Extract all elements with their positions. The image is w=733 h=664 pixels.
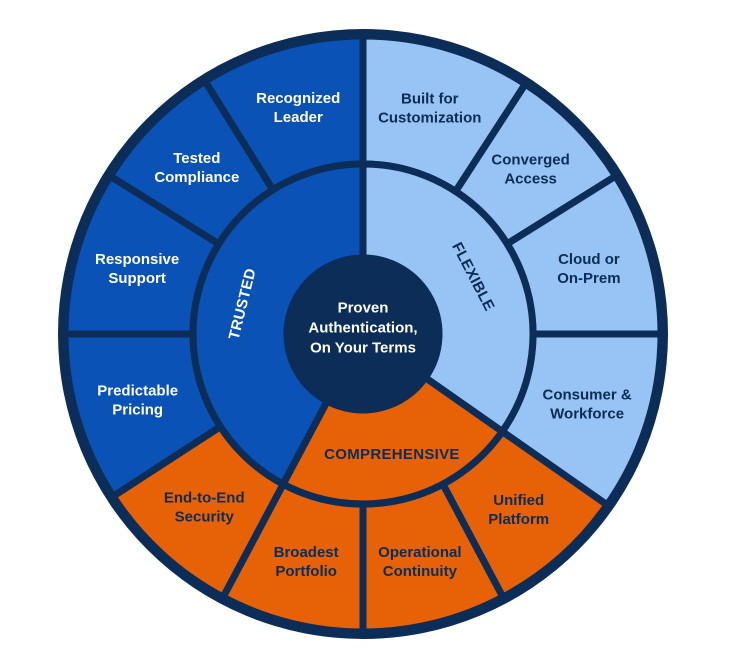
segment-cloud-or-on-prem-label-line: On-Prem — [557, 270, 620, 287]
segment-tested-compliance-label-line: Tested — [173, 150, 220, 167]
segment-built-for-customization-label-line: Customization — [378, 110, 481, 127]
segment-consumer-workforce-label-line: Workforce — [550, 406, 624, 423]
segment-unified-platform-label-line: Platform — [488, 511, 549, 528]
ring-comprehensive-label: COMPREHENSIVE — [324, 446, 460, 463]
segment-tested-compliance-label-line: Compliance — [154, 169, 239, 186]
center-hub — [285, 256, 441, 412]
segment-converged-access-label-line: Converged — [491, 151, 569, 168]
segment-predictable-pricing-label-line: Pricing — [112, 402, 163, 419]
segment-built-for-customization-label-line: Built for — [401, 91, 459, 108]
segment-responsive-support-label-line: Responsive — [95, 251, 179, 268]
center-title-line: On Your Terms — [310, 340, 416, 357]
segment-broadest-portfolio-label-line: Portfolio — [275, 563, 337, 580]
center-title-line: Authentication, — [308, 320, 417, 337]
segment-broadest-portfolio-label-line: Broadest — [274, 544, 339, 561]
ring-trusted: TRUSTED — [189, 160, 367, 489]
segment-cloud-or-on-prem-label-line: Cloud or — [558, 251, 620, 268]
segment-converged-access-label-line: Access — [504, 170, 557, 187]
segment-consumer-workforce-label-line: Consumer & — [543, 387, 632, 404]
center-title-line: Proven — [338, 300, 389, 317]
segment-unified-platform-label-line: Unified — [493, 492, 544, 509]
segment-recognized-leader-label-line: Recognized — [256, 90, 340, 107]
segment-predictable-pricing-label-line: Predictable — [97, 383, 178, 400]
segment-responsive-support-label-line: Support — [108, 270, 166, 287]
segment-operational-continuity-label-line: Operational — [378, 544, 461, 561]
outer-segments-layer: Built forCustomizationConvergedAccessClo… — [58, 29, 668, 639]
segment-recognized-leader-label-line: Leader — [274, 109, 323, 126]
segment-end-to-end-security-label-line: End-to-End — [164, 489, 245, 506]
ring-comprehensive: COMPREHENSIVE — [278, 372, 508, 508]
segment-operational-continuity-label-line: Continuity — [383, 563, 458, 580]
segment-end-to-end-security-label-line: Security — [175, 508, 235, 525]
ring-flexible: FLEXIBLE — [359, 160, 537, 437]
